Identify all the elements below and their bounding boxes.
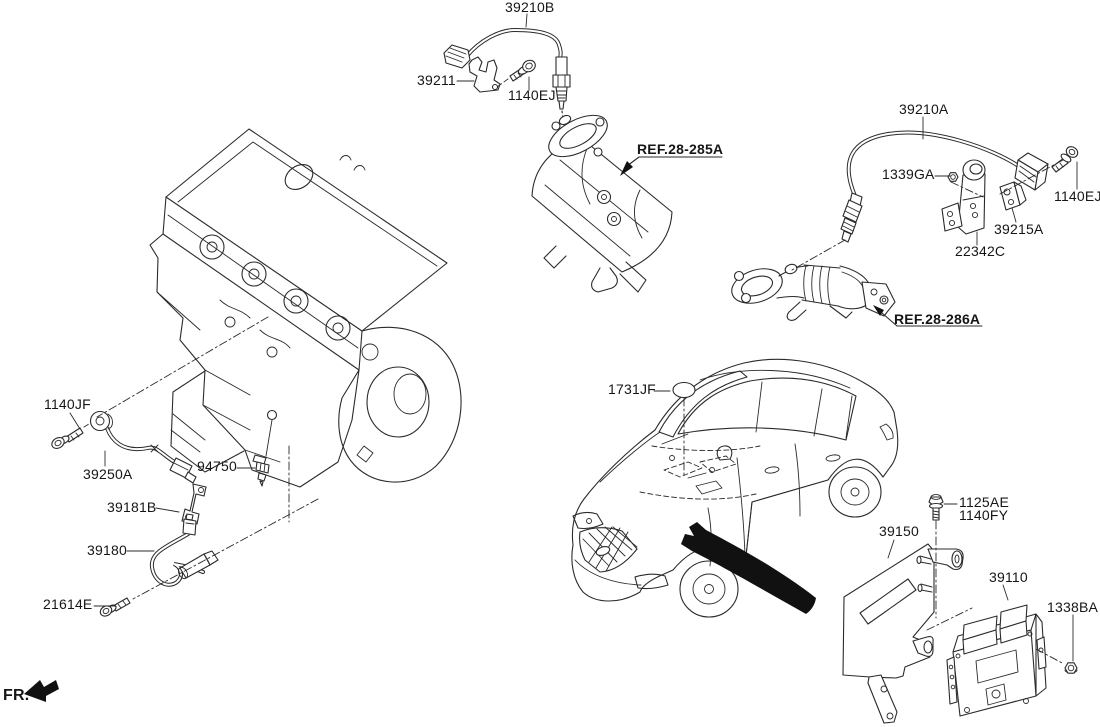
fr-label: FR.	[3, 687, 30, 704]
leader-lines	[69, 13, 1078, 662]
bolt-21614e	[99, 597, 131, 617]
part-label-39215a: 39215A	[994, 221, 1044, 237]
catalytic-converter-illustration	[531, 114, 673, 293]
part-label-1140fy: 1140FY	[959, 507, 1009, 523]
bracket-22342c	[941, 159, 986, 235]
part-label-22342c: 22342C	[955, 243, 1006, 259]
knock-sensor-39250a	[89, 410, 197, 484]
ecu-39110	[946, 604, 1047, 717]
bracket-39211	[468, 56, 501, 93]
part-label-1140ej-right: 1140EJ	[1054, 188, 1100, 204]
part-label-39250a: 39250A	[83, 466, 133, 482]
part-label-21614e: 21614E	[43, 596, 93, 612]
part-label-39150: 39150	[879, 523, 919, 539]
nut-1338ba	[1064, 662, 1078, 674]
oxygen-sensor-39210b	[443, 27, 571, 122]
part-label-1731jf: 1731JF	[608, 381, 656, 397]
ref-label-28-286a: REF.28-286A	[894, 311, 981, 327]
fr-direction-arrow	[24, 680, 59, 702]
part-label-1338ba: 1338BA	[1047, 599, 1099, 615]
part-label-1125ae: 1125AE	[959, 494, 1009, 510]
ref-arrow-28-285a	[620, 156, 723, 176]
routing-arrow	[681, 522, 816, 614]
bracket-39181b	[181, 483, 207, 525]
crankshaft-sensor-39180	[149, 513, 219, 587]
bolt-1140ej-right	[1051, 146, 1079, 173]
engine-illustration	[149, 128, 462, 488]
part-label-39211: 39211	[417, 72, 456, 88]
bolt-1140ej-upper	[496, 59, 536, 88]
part-label-94750: 94750	[197, 458, 237, 474]
part-label-39210b: 39210B	[505, 0, 555, 15]
part-label-39180: 39180	[87, 542, 127, 558]
part-label-1339ga: 1339GA	[882, 166, 935, 182]
bolt-1140jf	[51, 421, 93, 449]
part-label-39181b: 39181B	[107, 499, 157, 515]
car-illustration	[571, 358, 899, 618]
part-label-1140jf: 1140JF	[44, 396, 91, 412]
oxygen-sensor-39210a	[840, 130, 1049, 243]
exhaust-pipe-illustration	[731, 263, 896, 321]
assembly-center-lines	[96, 159, 1065, 665]
nut-1339ga	[947, 172, 959, 182]
grommet-1731jf	[672, 381, 696, 399]
part-label-1140ej-upper: 1140EJ	[508, 87, 556, 103]
ref-label-28-285a: REF.28-285A	[637, 141, 724, 157]
ref-arrow-28-286a	[873, 305, 983, 327]
part-label-39210a: 39210A	[899, 101, 949, 117]
part-label-39110: 39110	[989, 569, 1028, 585]
bolt-1125ae	[928, 494, 944, 521]
oil-pressure-switch-94750	[252, 419, 273, 487]
ecu-bracket-39150	[842, 543, 964, 724]
bracket-39215a	[999, 181, 1027, 211]
